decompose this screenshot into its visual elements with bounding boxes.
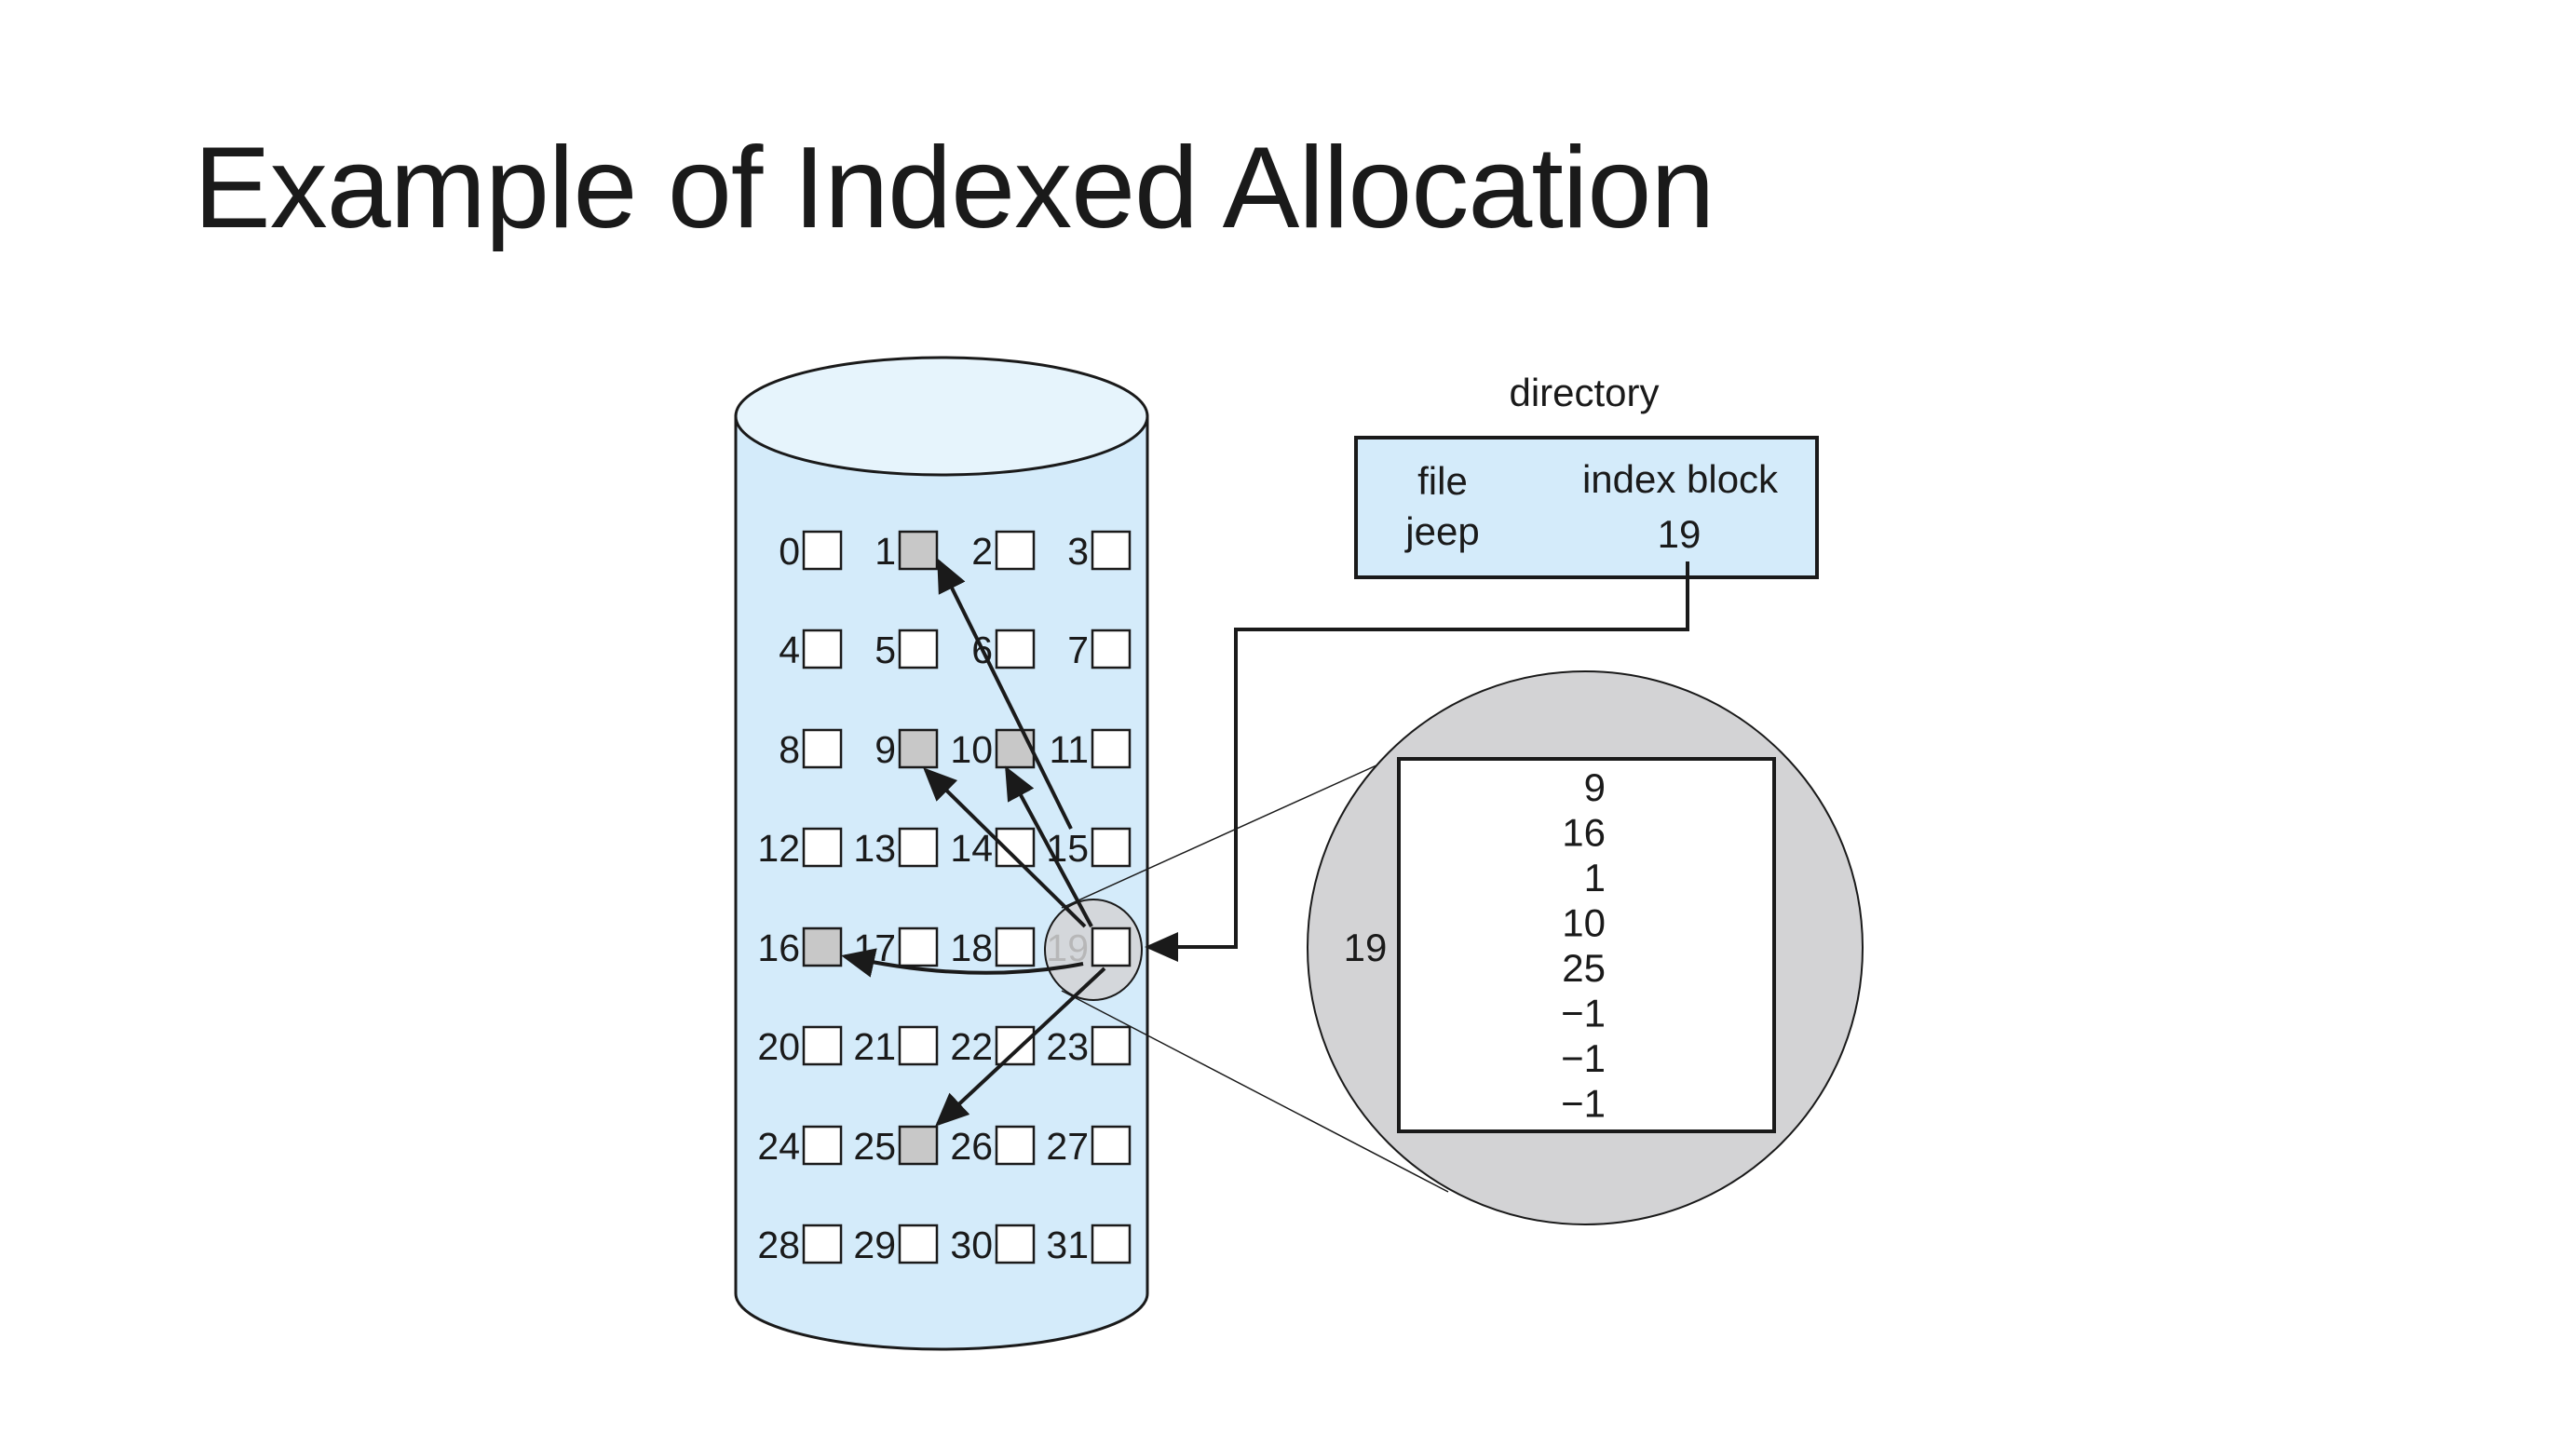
free-block bbox=[995, 1125, 1036, 1166]
used-block bbox=[898, 728, 939, 769]
arrow-to-block-10 bbox=[1005, 765, 1093, 927]
free-block bbox=[802, 1025, 843, 1066]
directory: directory file index block jeep 19 bbox=[1354, 371, 1819, 579]
magnifier-line-top bbox=[1061, 755, 1398, 909]
used-block bbox=[898, 530, 939, 571]
magnifier-line-bottom bbox=[1061, 990, 1449, 1193]
directory-entry-index: 19 bbox=[1658, 512, 1702, 556]
directory-header-file: file bbox=[1417, 459, 1468, 503]
block-number-label: 13 bbox=[853, 827, 896, 870]
used-block bbox=[898, 1125, 939, 1166]
index-block-table bbox=[1397, 757, 1776, 1133]
block-number-label: 21 bbox=[853, 1025, 896, 1068]
directory-header-index: index block bbox=[1582, 457, 1779, 501]
arrow-to-block-16 bbox=[841, 948, 1084, 978]
index-entry: 9 bbox=[1584, 765, 1606, 809]
free-block bbox=[802, 1224, 843, 1264]
free-block bbox=[802, 827, 843, 868]
free-block bbox=[1091, 530, 1132, 571]
free-block bbox=[1091, 827, 1132, 868]
index-block-label: 19 bbox=[1344, 926, 1388, 969]
index-entry: −1 bbox=[1561, 1082, 1606, 1126]
block-number-label: 16 bbox=[757, 926, 800, 969]
block-number-label: 3 bbox=[1067, 530, 1089, 573]
block-number-label: 23 bbox=[1046, 1025, 1089, 1068]
block-number-label: 24 bbox=[757, 1125, 800, 1168]
index-entry: −1 bbox=[1561, 992, 1606, 1035]
disk-blocks: 0123456789101112131415161718192021222324… bbox=[757, 530, 1132, 1266]
block-number-label: 12 bbox=[757, 827, 800, 870]
block-number-label: 14 bbox=[950, 827, 993, 870]
free-block bbox=[802, 728, 843, 769]
free-block bbox=[898, 1224, 939, 1264]
directory-pointer-arrow bbox=[1145, 561, 1689, 962]
disk-top bbox=[734, 356, 1149, 477]
block-number-label: 18 bbox=[950, 926, 993, 969]
free-block bbox=[802, 1125, 843, 1166]
used-block bbox=[802, 926, 843, 967]
directory-entry-file: jeep bbox=[1403, 509, 1479, 553]
block-number-label: 9 bbox=[874, 728, 896, 771]
block-number-label: 11 bbox=[1049, 728, 1089, 771]
free-block bbox=[1091, 1125, 1132, 1166]
block-number-label: 0 bbox=[779, 530, 800, 573]
block-number-label: 25 bbox=[853, 1125, 896, 1168]
free-block bbox=[898, 926, 939, 967]
block-number-label: 22 bbox=[950, 1025, 993, 1068]
index-entry: 16 bbox=[1562, 811, 1606, 855]
arrow-to-block-1 bbox=[937, 558, 1073, 830]
free-block bbox=[995, 530, 1036, 571]
block-number-label: 31 bbox=[1046, 1224, 1089, 1266]
block-number-label: 4 bbox=[779, 629, 800, 671]
index-pointer-arrows bbox=[841, 558, 1106, 1127]
block-number-label: 2 bbox=[971, 530, 993, 573]
block-number-label: 26 bbox=[950, 1125, 993, 1168]
index-entry: 10 bbox=[1562, 901, 1606, 945]
free-block bbox=[995, 1224, 1036, 1264]
index-entry: 1 bbox=[1584, 856, 1606, 899]
free-block bbox=[898, 629, 939, 669]
block-number-label: 30 bbox=[950, 1224, 993, 1266]
directory-caption: directory bbox=[1509, 371, 1659, 414]
free-block bbox=[995, 629, 1036, 669]
free-block bbox=[1091, 629, 1132, 669]
free-block bbox=[898, 827, 939, 868]
block-number-label: 29 bbox=[853, 1224, 896, 1266]
free-block bbox=[802, 629, 843, 669]
free-block bbox=[898, 1025, 939, 1066]
block-number-label: 28 bbox=[757, 1224, 800, 1266]
block-number-label: 5 bbox=[874, 629, 896, 671]
free-block bbox=[995, 1025, 1036, 1066]
block-number-label: 8 bbox=[779, 728, 800, 771]
used-block bbox=[995, 728, 1036, 769]
directory-table bbox=[1354, 436, 1819, 579]
arrow-to-block-9 bbox=[923, 767, 1087, 928]
block-number-label: 7 bbox=[1067, 629, 1089, 671]
block-number-label: 15 bbox=[1046, 827, 1089, 870]
slide-title: Example of Indexed Allocation bbox=[194, 124, 1715, 252]
free-block bbox=[802, 530, 843, 571]
block-number-label: 20 bbox=[757, 1025, 800, 1068]
free-block bbox=[995, 926, 1036, 967]
free-block bbox=[1091, 1224, 1132, 1264]
block-number-label: 27 bbox=[1046, 1125, 1089, 1168]
block-number-label: 10 bbox=[950, 728, 993, 771]
index-entry: 25 bbox=[1562, 946, 1606, 990]
index-entry: −1 bbox=[1561, 1036, 1606, 1080]
block-number-label: 1 bbox=[874, 530, 896, 573]
free-block bbox=[1091, 1025, 1132, 1066]
free-block bbox=[1091, 728, 1132, 769]
arrow-to-block-25 bbox=[935, 967, 1106, 1127]
block-19-square bbox=[1091, 926, 1132, 967]
